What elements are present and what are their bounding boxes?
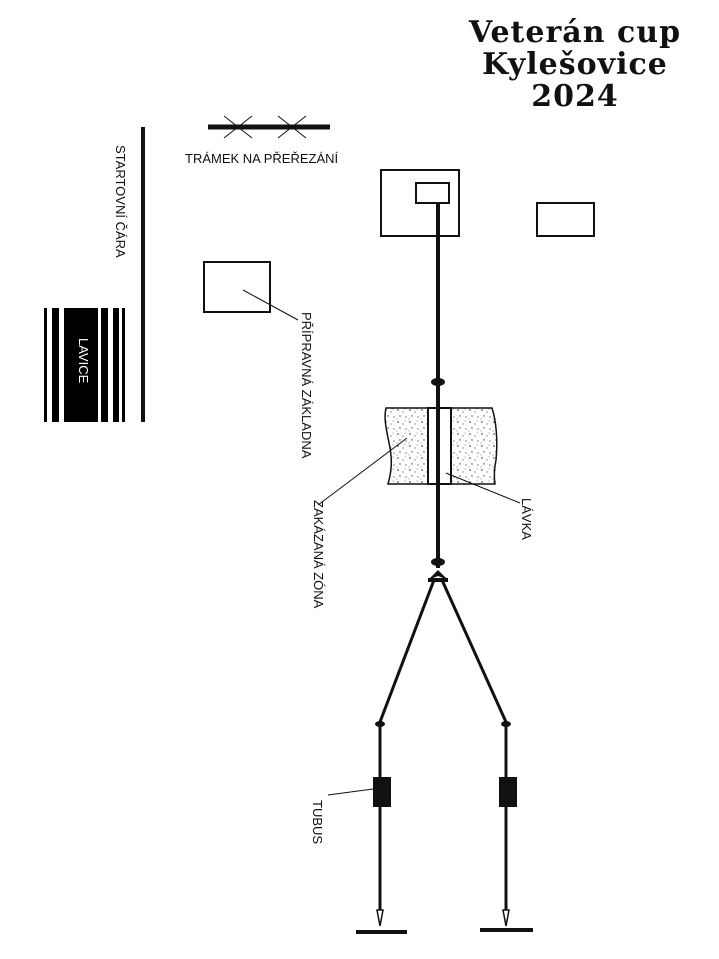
water-tank (380, 169, 460, 237)
beam-label: TRÁMEK NA PŘEŘEZÁNÍ (185, 151, 339, 166)
title-block: Veterán cup Kylešovice 2024 (468, 15, 681, 114)
bench-stripe-1 (44, 308, 47, 422)
dividing-breeching (375, 570, 511, 727)
forbidden-zone-leader (317, 437, 408, 506)
bench-body (71, 308, 98, 422)
coupling-2 (431, 558, 445, 566)
bench-stripe-5 (113, 308, 119, 422)
prep-base-leader (242, 289, 299, 321)
title-line-2: Kylešovice (482, 47, 668, 82)
start-line: STARTOVNÍ ČÁRA (113, 127, 145, 422)
breeching-body (428, 570, 448, 580)
bench: LAVICE (44, 308, 125, 422)
prep-base-label: PŘÍPRAVNÁ ZÁKLADNA (299, 312, 314, 459)
target-box (536, 202, 595, 237)
beam-cut-mark-1b (223, 115, 253, 139)
right-branch (480, 724, 533, 932)
footbridge-leader (445, 472, 521, 504)
forbidden-zone: ZAKÁZANÁ ZÓNA LÁVKA (311, 407, 534, 609)
hose-c-right (440, 579, 508, 723)
title-line-1: Veterán cup (468, 15, 681, 50)
bench-stripe-3 (64, 308, 71, 422)
right-tube (499, 777, 517, 807)
main-hose-line (431, 203, 445, 568)
left-tube (373, 777, 391, 807)
coupling-1 (431, 378, 445, 386)
prep-base-rect (203, 261, 271, 313)
bench-stripe-2 (52, 308, 59, 422)
hydrant (380, 169, 460, 237)
forbidden-zone-label: ZAKÁZANÁ ZÓNA (311, 500, 326, 609)
preparation-base: PŘÍPRAVNÁ ZÁKLADNA (203, 261, 314, 459)
hose-c-left (378, 579, 436, 723)
beam-to-cut: TRÁMEK NA PŘEŘEZÁNÍ (185, 115, 339, 166)
footbridge-label: LÁVKA (519, 498, 534, 540)
tube-label: TUBUS (310, 800, 325, 844)
right-nozzle (502, 909, 510, 927)
bench-stripe-6 (122, 308, 125, 422)
start-line-label: STARTOVNÍ ČÁRA (113, 145, 128, 258)
bench-label: LAVICE (76, 338, 91, 384)
left-nozzle (376, 909, 384, 927)
tube-leader (327, 788, 374, 796)
pump-box (415, 182, 450, 204)
title-line-3: 2024 (531, 79, 619, 114)
bench-stripe-4 (101, 308, 108, 422)
left-branch: TUBUS (310, 724, 407, 934)
beam-cut-mark-2b (277, 115, 307, 139)
